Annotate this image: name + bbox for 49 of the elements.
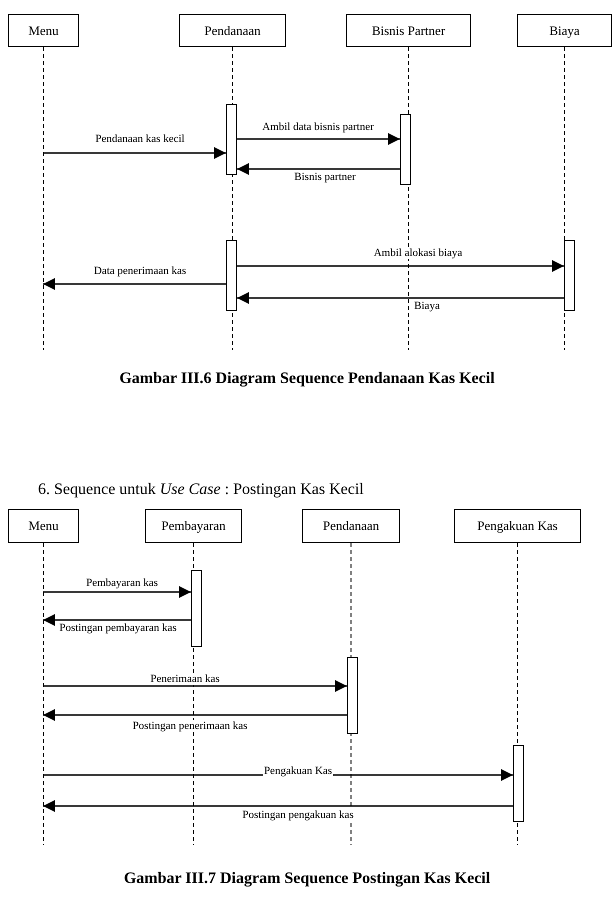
message-label: Postingan penerimaan kas [132,720,248,732]
message-label: Pendanaan kas kecil [94,133,186,145]
lifeline-head-box [517,14,612,47]
activation-bar [347,657,358,734]
activation-bar [400,114,411,185]
message-label: Postingan pembayaran kas [58,622,178,634]
message-arrow [237,133,400,145]
message-label: Bisnis partner [293,171,357,183]
message-arrow [43,800,513,812]
lifeline-head-box [302,509,400,543]
message-arrow [43,278,226,290]
figure-caption: Gambar III.6 Diagram Sequence Pendanaan Kas Kecil [119,370,495,388]
message-label: Postingan pengakuan kas [241,809,355,821]
lifeline-head-box [8,509,79,543]
lifeline-name: Pendanaan [322,518,380,534]
lifeline-name: Pendanaan [204,22,261,38]
message-label: Ambil alokasi biaya [372,247,464,259]
message-label: Biaya [413,300,441,312]
message-label: Ambil data bisnis partner [261,121,375,133]
lifeline-head-box [145,509,242,543]
message-label: Pengakuan Kas [262,765,334,777]
figure-caption: Gambar III.7 Diagram Sequence Postingan Kas Kecil [124,870,490,888]
message-arrow [237,260,564,272]
lifeline-head-box [179,14,286,47]
message-arrow [43,709,347,721]
section-heading: 6. Sequence untuk Use Case : Postingan Kas Kecil [38,481,364,499]
message-arrow [43,147,226,159]
message-label: Pembayaran kas [85,577,159,589]
message-arrow [43,614,191,626]
lifeline-name: Biaya [549,22,580,38]
message-arrow [43,586,191,598]
message-arrow [237,163,400,175]
lifeline-head-box [8,14,79,47]
lifeline-name: Menu [28,22,59,38]
activation-bar [226,104,237,175]
lifeline-head-box [454,509,581,543]
lifeline-name: Menu [28,518,59,534]
activation-bar [226,240,237,311]
lifeline-name: Bisnis Partner [372,22,446,38]
activation-bar [564,240,575,311]
message-label: Penerimaan kas [149,673,221,685]
activation-bar [513,745,524,822]
lifeline-name: Pembayaran [161,518,226,534]
message-arrow [237,292,564,304]
lifeline-head-box [346,14,471,47]
message-label: Data penerimaan kas [92,265,188,277]
message-arrow [43,680,347,692]
activation-bar [191,570,202,647]
lifeline-name: Pengakuan Kas [477,518,558,534]
